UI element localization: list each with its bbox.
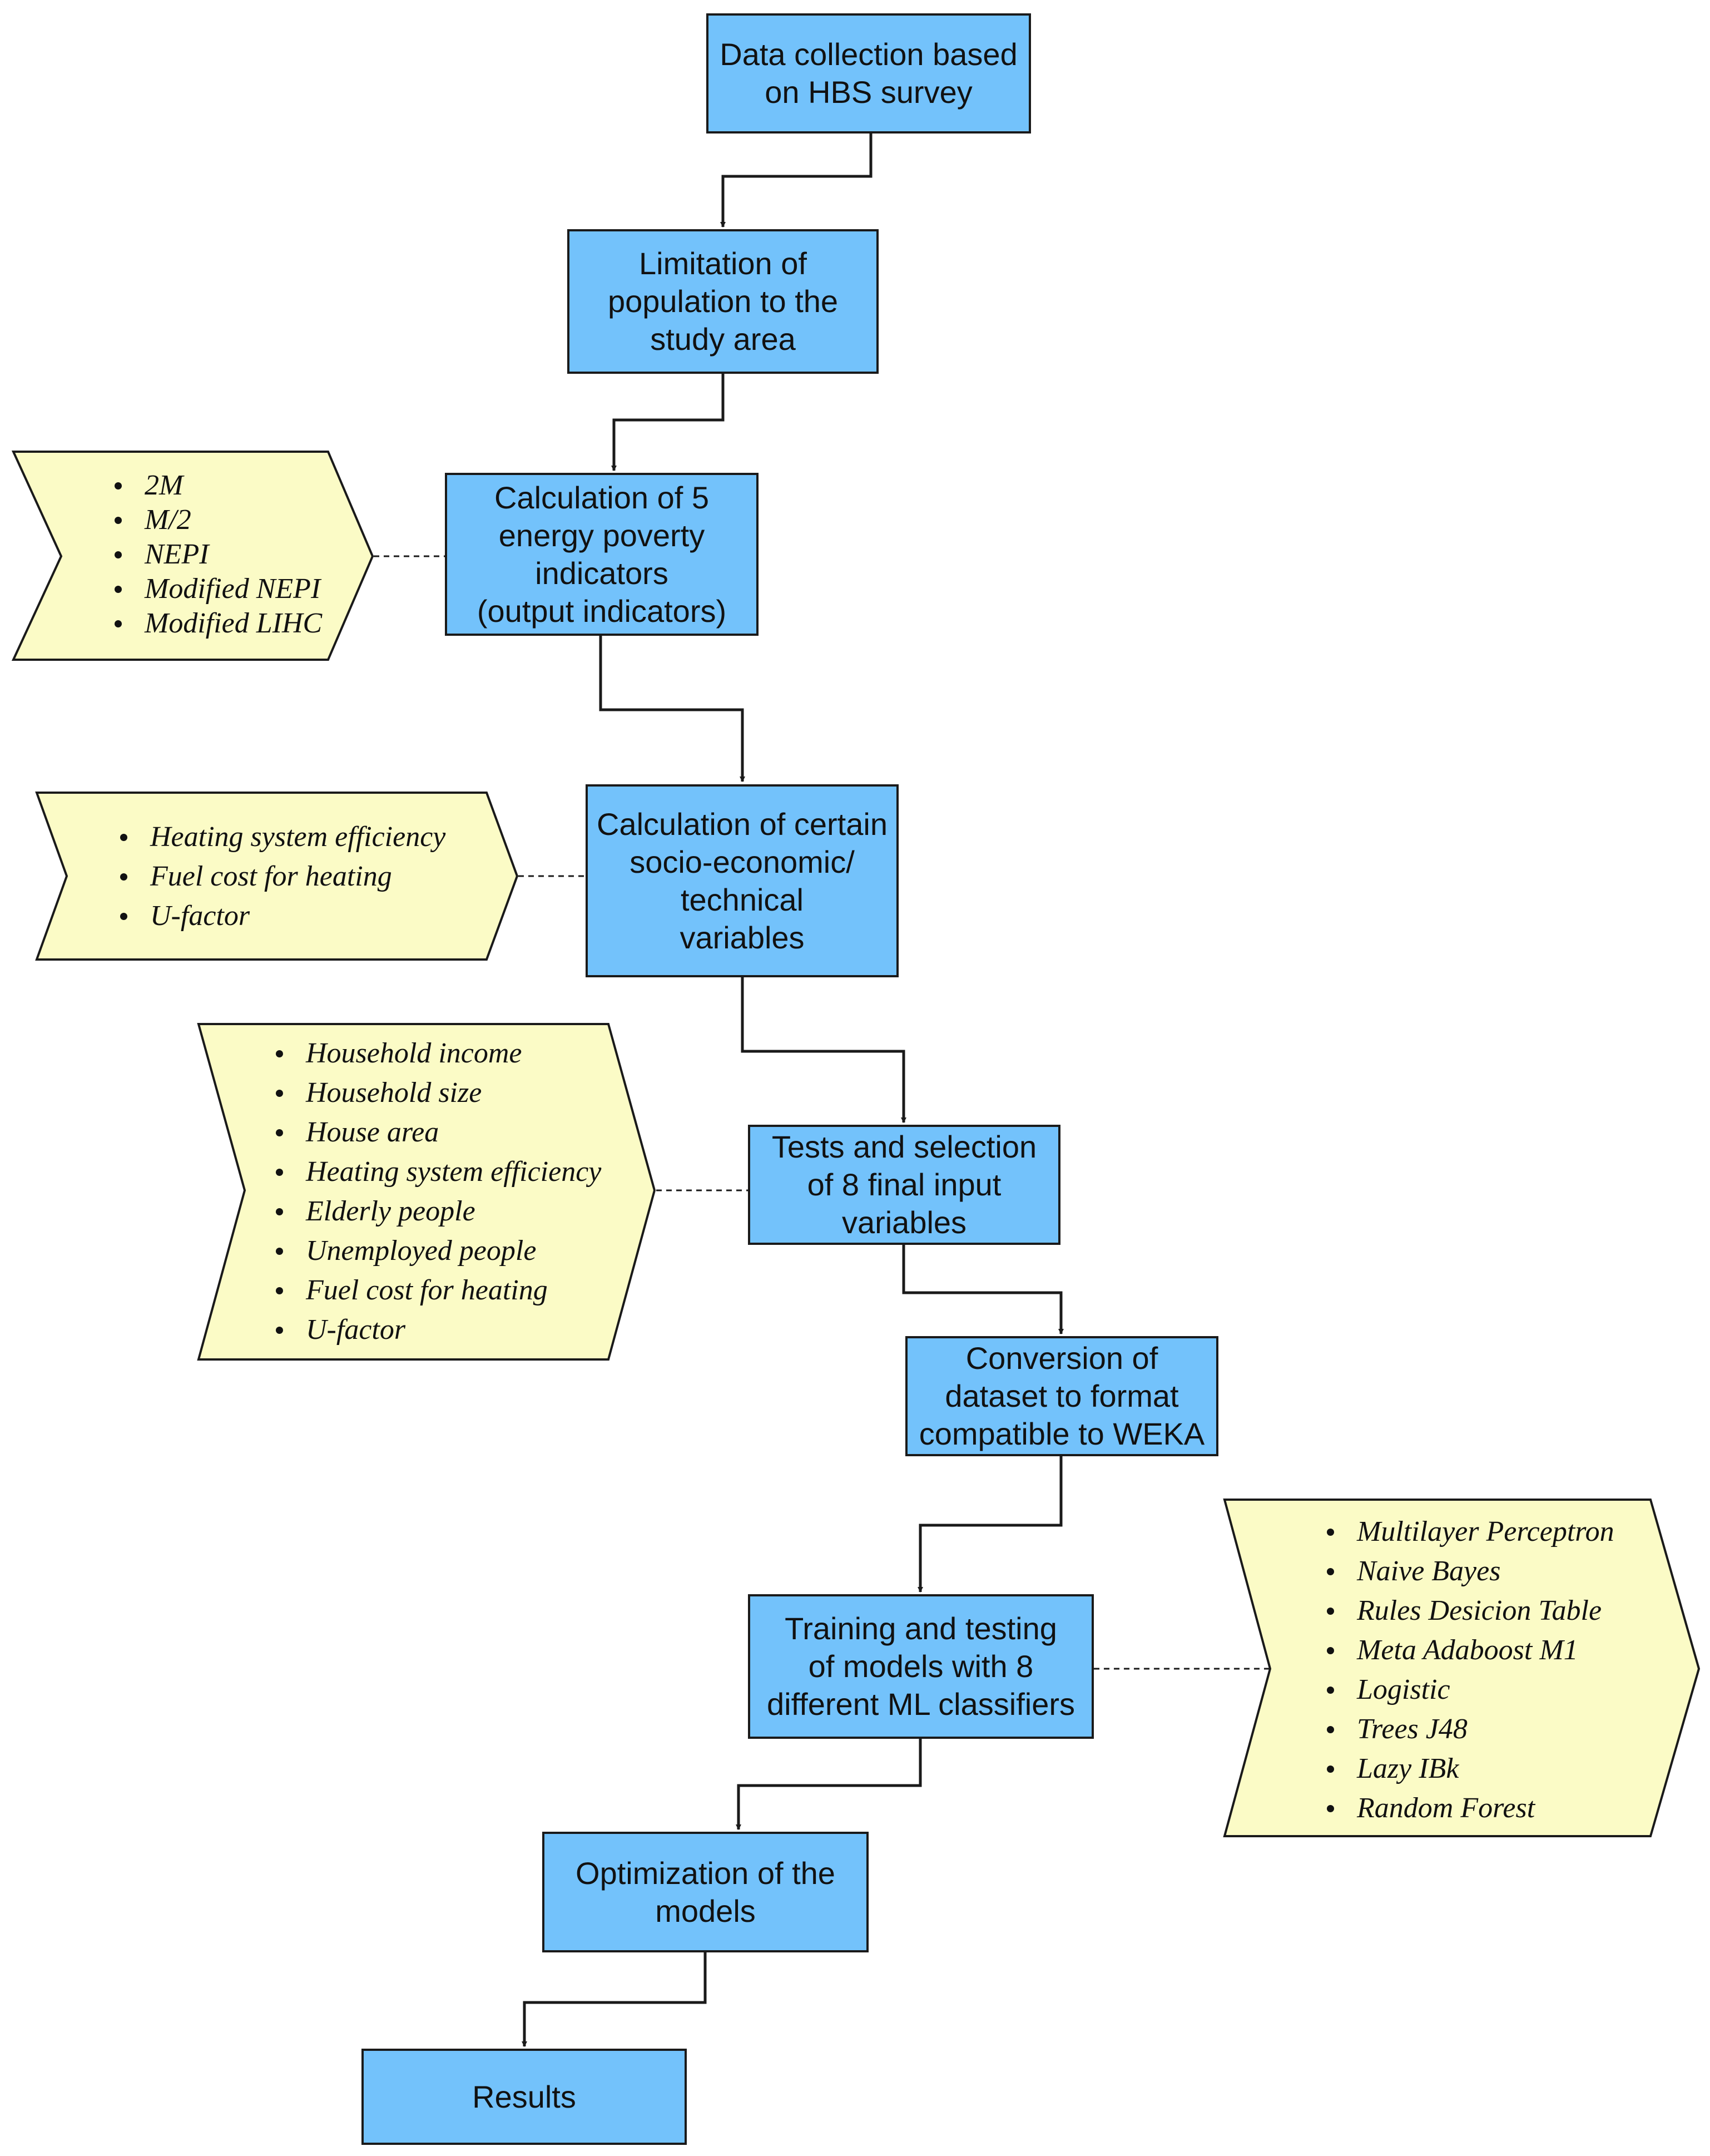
note-list-indicators: 2M M/2 NEPI Modified NEPI Modified LIHC	[111, 468, 322, 641]
list-item: Fuel cost for heating	[272, 1270, 601, 1310]
list-item: Modified NEPI	[111, 572, 322, 606]
step-text: models	[655, 1893, 756, 1928]
list-item: U-factor	[272, 1310, 601, 1349]
step-text: different ML classifiers	[767, 1687, 1075, 1722]
list-item: Unemployed people	[272, 1231, 601, 1270]
note-list-inputs: Household income Household size House ar…	[272, 1034, 601, 1349]
step-text: Tests and selection	[771, 1129, 1037, 1164]
note-chevron-indicators	[11, 451, 374, 661]
flow-arrow-3	[599, 636, 745, 782]
list-item: Heating system efficiency	[117, 817, 445, 857]
step-text: variables	[841, 1205, 967, 1240]
step-text: energy poverty	[498, 517, 705, 553]
step-text: population to the	[607, 284, 839, 319]
list-item: U-factor	[117, 896, 445, 936]
note-chevron-classifiers	[1223, 1499, 1701, 1837]
list-item: Lazy IBk	[1324, 1749, 1614, 1788]
step-text: variables	[680, 919, 805, 955]
note-chevron-inputs	[197, 1023, 656, 1361]
note-chevron-variables	[35, 792, 519, 961]
list-item: Elderly people	[272, 1191, 601, 1231]
list-item: Rules Desicion Table	[1324, 1591, 1614, 1630]
step-results: Results	[361, 2049, 687, 2145]
step-text: socio-economic/	[630, 844, 855, 879]
list-item: Logistic	[1324, 1670, 1614, 1709]
step-text: indicators	[535, 555, 668, 591]
flow-arrow-2	[611, 374, 725, 471]
step-text: compatible to WEKA	[919, 1416, 1205, 1451]
step-text: Optimization of the	[576, 1855, 835, 1891]
step-text: Limitation of	[639, 246, 807, 281]
step-text: dataset to format	[945, 1378, 1179, 1413]
step-text: of models with 8	[808, 1649, 1034, 1684]
step-text: Calculation of certain	[597, 806, 888, 842]
step-text: study area	[650, 322, 796, 357]
flow-arrow-5	[902, 1245, 1064, 1334]
list-item: Trees J48	[1324, 1709, 1614, 1749]
list-item: Fuel cost for heating	[117, 857, 445, 896]
list-item: Multilayer Perceptron	[1324, 1512, 1614, 1551]
flow-arrow-4	[741, 977, 906, 1123]
list-item: 2M	[111, 468, 322, 503]
list-item: NEPI	[111, 537, 322, 572]
step-text: Calculation of 5	[494, 479, 709, 515]
step-text: technical	[680, 882, 804, 917]
step-text: on HBS survey	[765, 75, 973, 110]
step-text: Data collection based	[720, 37, 1018, 72]
flow-arrow-6	[918, 1456, 1063, 1593]
list-item: Modified LIHC	[111, 606, 322, 641]
list-item: Meta Adaboost M1	[1324, 1630, 1614, 1670]
flow-arrow-1	[720, 129, 873, 228]
step-text: (output indicators)	[477, 593, 727, 629]
note-list-variables: Heating system efficiency Fuel cost for …	[117, 817, 445, 936]
list-item: M/2	[111, 503, 322, 537]
note-list-classifiers: Multilayer Perceptron Naive Bayes Rules …	[1324, 1512, 1614, 1828]
flow-arrow-7	[736, 1739, 922, 1830]
list-item: Household income	[272, 1034, 601, 1073]
list-item: Household size	[272, 1073, 601, 1112]
list-item: House area	[272, 1112, 601, 1152]
list-item: Naive Bayes	[1324, 1551, 1614, 1591]
step-text: Conversion of	[965, 1341, 1158, 1376]
step-text: Results	[472, 2079, 576, 2114]
list-item: Random Forest	[1324, 1788, 1614, 1828]
step-text: Training and testing	[785, 1611, 1057, 1646]
list-item: Heating system efficiency	[272, 1152, 601, 1191]
flow-arrow-8	[522, 1952, 707, 2047]
step-text: of 8 final input	[807, 1167, 1002, 1202]
